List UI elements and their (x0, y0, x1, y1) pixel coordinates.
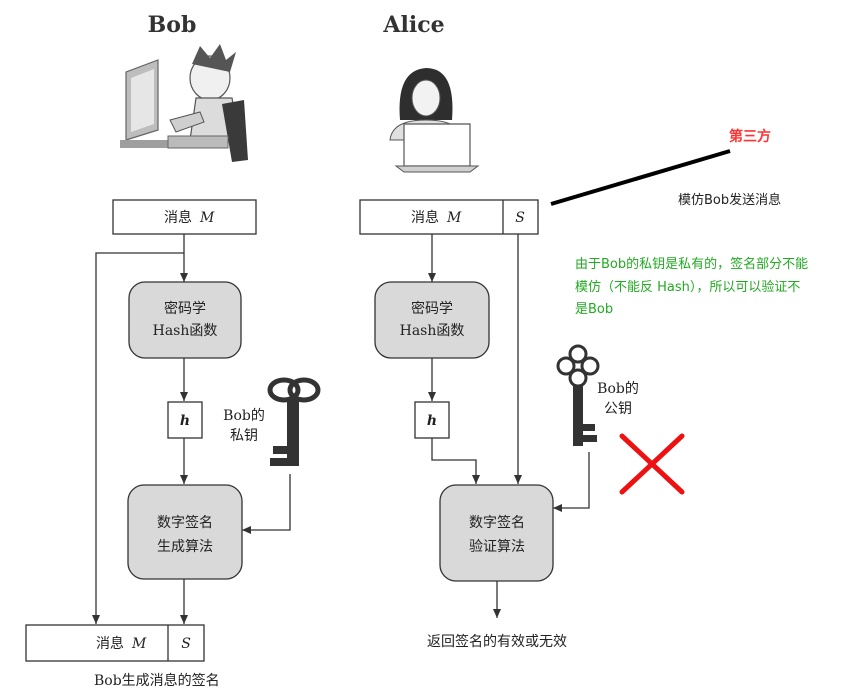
alice-signature: S (515, 210, 525, 226)
third-party-pointer-line (550, 149, 731, 206)
bob-arrow-message-output (92, 252, 184, 624)
alice-message-box (359, 199, 539, 235)
bob-output-message-var: M (131, 636, 147, 652)
alice-arrow-key-verify (553, 452, 590, 512)
alice-verify-algorithm (439, 484, 554, 582)
bob-sign-label-2: 生成算法 (157, 539, 213, 555)
bob-hash-value: h (180, 413, 190, 429)
bob-hash-label-1: 密码学 (164, 300, 206, 317)
bob-name: Bob (148, 12, 197, 38)
bob-output-box (25, 624, 205, 662)
alice-name: Alice (382, 12, 444, 38)
bob-private-key-icon (267, 377, 321, 466)
third-party-label: 第三方 (729, 128, 771, 145)
alice-illustration (389, 68, 480, 173)
alice-result-label: 返回签名的有效或无效 (427, 633, 567, 650)
cross-mark-icon (619, 433, 685, 495)
bob-output-signature: S (181, 636, 191, 652)
alice-message-label: 消息 (411, 209, 439, 226)
bob-caption-partial: Bob生成消息的签名 (94, 672, 220, 689)
bob-sign-label-1: 数字签名 (157, 514, 213, 531)
alice-key-label-2: 公钥 (604, 401, 632, 417)
alice-key-label-1: Bob的 (597, 381, 639, 397)
alice-hash-label-1: 密码学 (411, 300, 453, 317)
alice-hash-label-2: Hash函数 (400, 323, 465, 339)
alice-message-var: M (446, 210, 462, 226)
bob-output-message-label: 消息 (96, 635, 124, 652)
bob-key-label-1: Bob的 (223, 408, 265, 424)
note-line-2: 模仿（不能反 Hash），所以可以验证不 (575, 279, 800, 295)
bob-message-var: M (199, 210, 215, 226)
alice-hash-value: h (427, 413, 437, 429)
alice-verify-label-1: 数字签名 (469, 514, 525, 531)
forge-message-label: 模仿Bob发送消息 (678, 192, 781, 208)
alice-arrow-h-verify (431, 438, 480, 484)
bob-arrow-key-sign (242, 474, 291, 534)
alice-hash-value-box (414, 401, 450, 439)
bob-public-key-icon (556, 344, 600, 446)
bob-key-label-2: 私钥 (230, 428, 258, 444)
note-line-3: 是Bob (575, 302, 613, 317)
bob-illustration (120, 44, 248, 162)
bob-hash-value-box (167, 401, 203, 439)
bob-hash-label-2: Hash函数 (153, 323, 218, 339)
alice-hash-function (374, 281, 490, 359)
alice-verify-label-2: 验证算法 (469, 539, 525, 555)
bob-sign-algorithm (127, 484, 243, 580)
bob-message-label: 消息 (164, 209, 192, 226)
note-line-1: 由于Bob的私钥是私有的，签名部分不能 (575, 256, 808, 272)
bob-hash-function (128, 281, 242, 359)
